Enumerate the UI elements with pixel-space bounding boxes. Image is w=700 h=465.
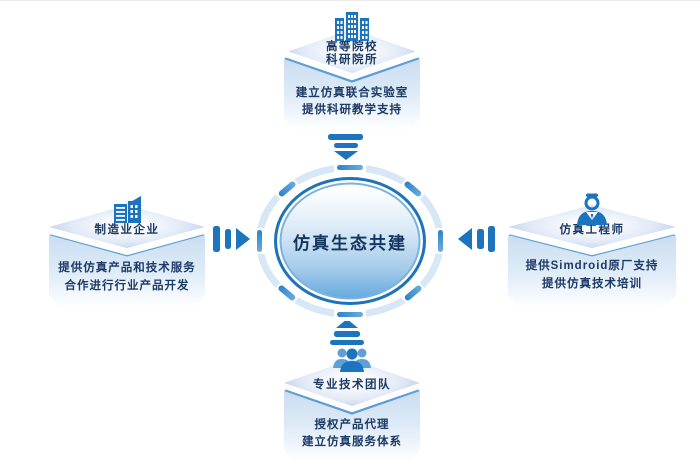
chevron-edge-line — [284, 389, 420, 415]
node-point: 授权产品代理 — [314, 419, 390, 431]
ring-dash-icon — [337, 311, 363, 317]
node-technical-team: 授权产品代理 建立仿真服务体系 专业技术团队 — [282, 343, 422, 465]
node-point: 提供Simdroid原厂支持 — [525, 260, 659, 272]
node-point: 建立仿真联合实验室 — [295, 87, 409, 99]
node-point: 提供科研教学支持 — [302, 104, 402, 116]
factory-buildings-icon — [48, 193, 206, 230]
hub-title: 仿真生态共建 — [293, 233, 407, 253]
ring-dash-icon — [337, 164, 363, 170]
chevron-edge-line — [284, 57, 420, 83]
node-title: 专业技术团队 — [313, 379, 391, 391]
node-universities: 建立仿真联合实验室 提供科研教学支持 高等院校 科研院所 — [282, 11, 422, 143]
node-point: 提供仿真技术培训 — [542, 278, 642, 290]
engineer-person-icon — [506, 192, 678, 230]
node-title: 高等院校 科研院所 — [326, 41, 378, 66]
node-title: 仿真工程师 — [559, 224, 625, 236]
team-people-icon — [282, 343, 422, 378]
university-buildings-icon — [282, 11, 422, 47]
node-title: 制造业企业 — [94, 224, 160, 236]
ring-dash-icon — [437, 230, 444, 252]
hub-center-ellipse: 仿真生态共建 — [274, 177, 426, 305]
node-point: 提供仿真产品和技术服务 — [58, 262, 196, 274]
node-engineers: 提供Simdroid原厂支持 提供仿真技术培训 仿真工程师 — [506, 187, 678, 317]
node-body-panel: 建立仿真联合实验室 提供科研教学支持 — [284, 59, 420, 131]
ring-dash-icon — [256, 230, 263, 252]
node-point: 建立仿真服务体系 — [302, 436, 402, 448]
node-point: 合作进行行业产品开发 — [64, 280, 190, 292]
node-manufacturers: 提供仿真产品和技术服务 合作进行行业产品开发 制造业企业 — [48, 187, 206, 317]
